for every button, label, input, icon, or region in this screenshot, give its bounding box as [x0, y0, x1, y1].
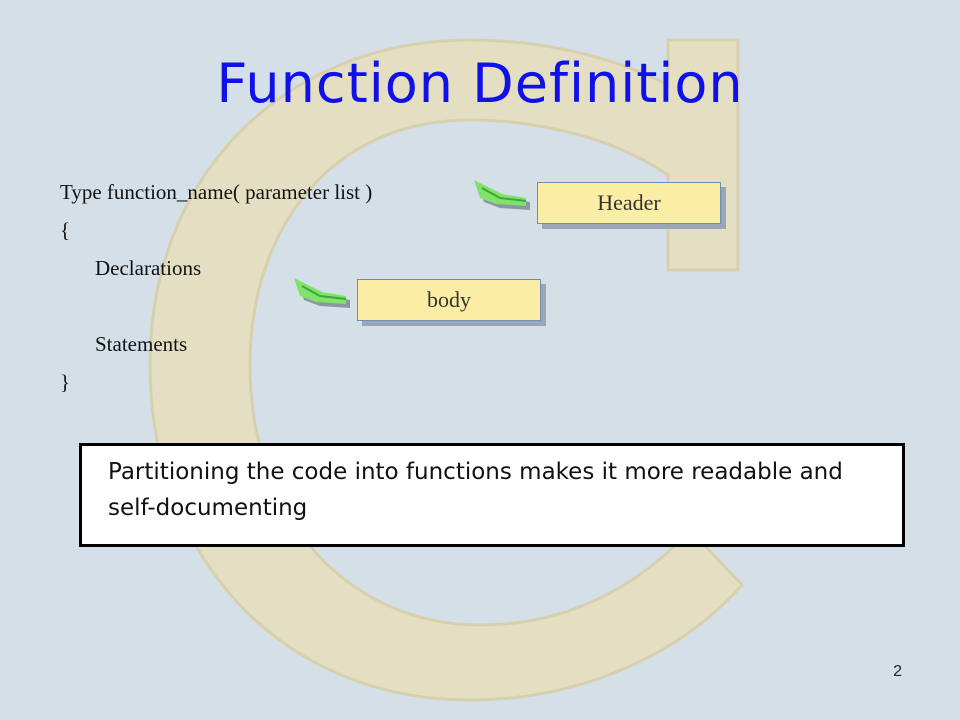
note-text: Partitioning the code into functions mak…	[108, 459, 843, 521]
code-signature-line: Type function_name( parameter list )	[60, 180, 373, 204]
code-open-brace: {	[60, 218, 71, 242]
c-letter-shape	[148, 38, 745, 702]
code-declarations-line: Declarations	[95, 256, 202, 280]
header-label: Header	[537, 182, 721, 224]
body-label: body	[357, 279, 541, 321]
header-arrow-icon	[474, 180, 530, 210]
body-arrow-icon	[294, 278, 350, 308]
page-number: 2	[893, 663, 902, 680]
code-statements-line: Statements	[95, 332, 188, 356]
slide-title: Function Definition	[216, 52, 744, 115]
code-close-brace: }	[60, 370, 71, 394]
note-box: Partitioning the code into functions mak…	[79, 443, 905, 547]
